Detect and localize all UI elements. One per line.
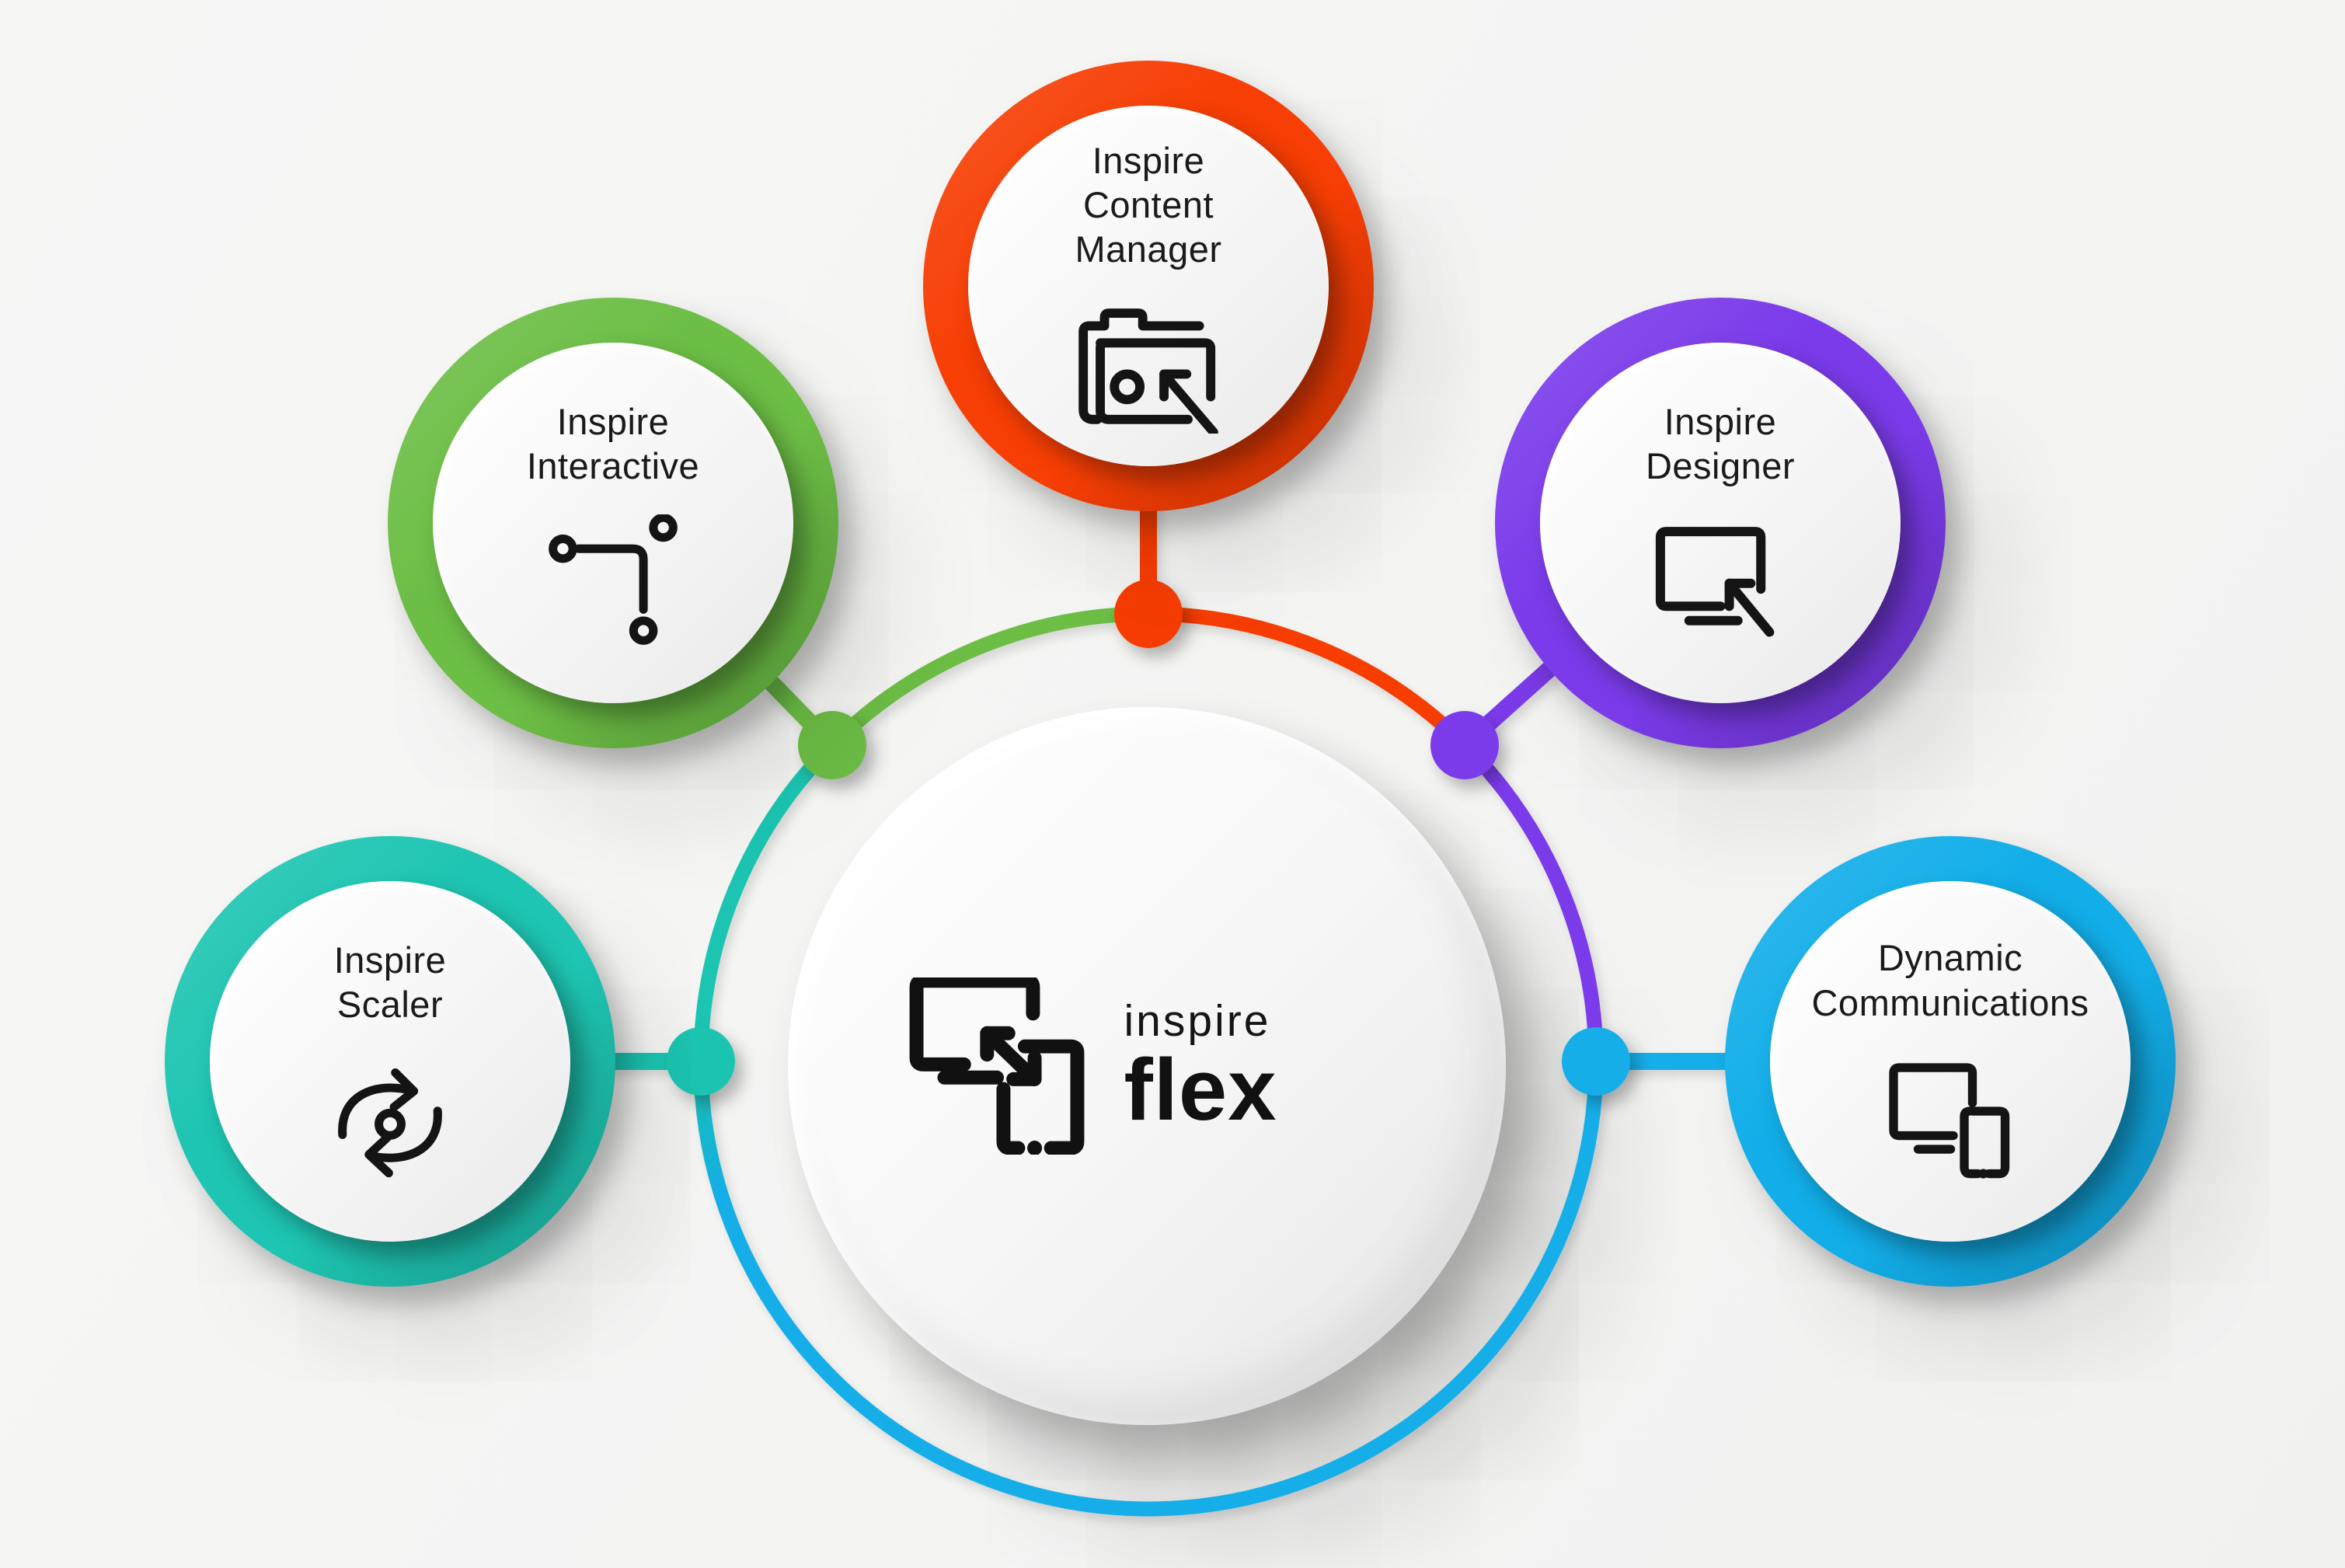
hub-circle: inspire flex <box>788 707 1506 1425</box>
node-inspire-content-manager: Inspire Content Manager <box>923 61 1374 511</box>
junction-dot-dynamic-communications <box>1562 1027 1630 1096</box>
node-face: Inspire Interactive <box>433 343 793 703</box>
orbit-arc-orange <box>1141 606 1472 753</box>
brand-name-top: inspire <box>1124 996 1271 1047</box>
junction-dot-inspire-designer <box>1430 711 1499 779</box>
brand-name-bottom: flex <box>1124 1040 1277 1138</box>
folder-export-icon <box>1078 308 1218 434</box>
node-label: Inspire Content Manager <box>1075 139 1222 270</box>
screen-pointer-icon <box>1655 527 1774 637</box>
junction-dot-inspire-interactive <box>798 711 866 779</box>
brand-logo: inspire flex <box>908 977 1277 1155</box>
orbit-arc-green <box>824 606 1156 753</box>
node-label: Inspire Designer <box>1645 400 1796 486</box>
node-label: Inspire Interactive <box>526 400 700 486</box>
node-face: Dynamic Communications <box>1770 881 2131 1242</box>
node-face: Inspire Scaler <box>210 881 570 1242</box>
junction-dot-inspire-content-manager <box>1114 580 1183 648</box>
network-nodes-icon <box>549 514 678 646</box>
sync-arrows-icon <box>338 1068 442 1178</box>
node-dynamic-communications: Dynamic Communications <box>1725 836 2176 1287</box>
orbit-arc-blue <box>693 1054 1604 1517</box>
node-inspire-designer: Inspire Designer <box>1495 298 1946 748</box>
node-face: Inspire Designer <box>1540 343 1901 703</box>
node-inspire-interactive: Inspire Interactive <box>388 298 838 748</box>
node-label: Inspire Scaler <box>333 939 447 1025</box>
node-label: Dynamic Communications <box>1811 937 2089 1023</box>
node-inspire-scaler: Inspire Scaler <box>165 836 615 1287</box>
node-face: Inspire Content Manager <box>968 106 1329 466</box>
devices-icon <box>1888 1063 2009 1179</box>
brand-text: inspire flex <box>1124 998 1277 1134</box>
orbit-arc-purple <box>1457 737 1604 1069</box>
orbit-arc-teal <box>693 737 840 1069</box>
junction-dot-inspire-scaler <box>667 1027 735 1096</box>
screens-transfer-icon <box>909 977 1084 1155</box>
